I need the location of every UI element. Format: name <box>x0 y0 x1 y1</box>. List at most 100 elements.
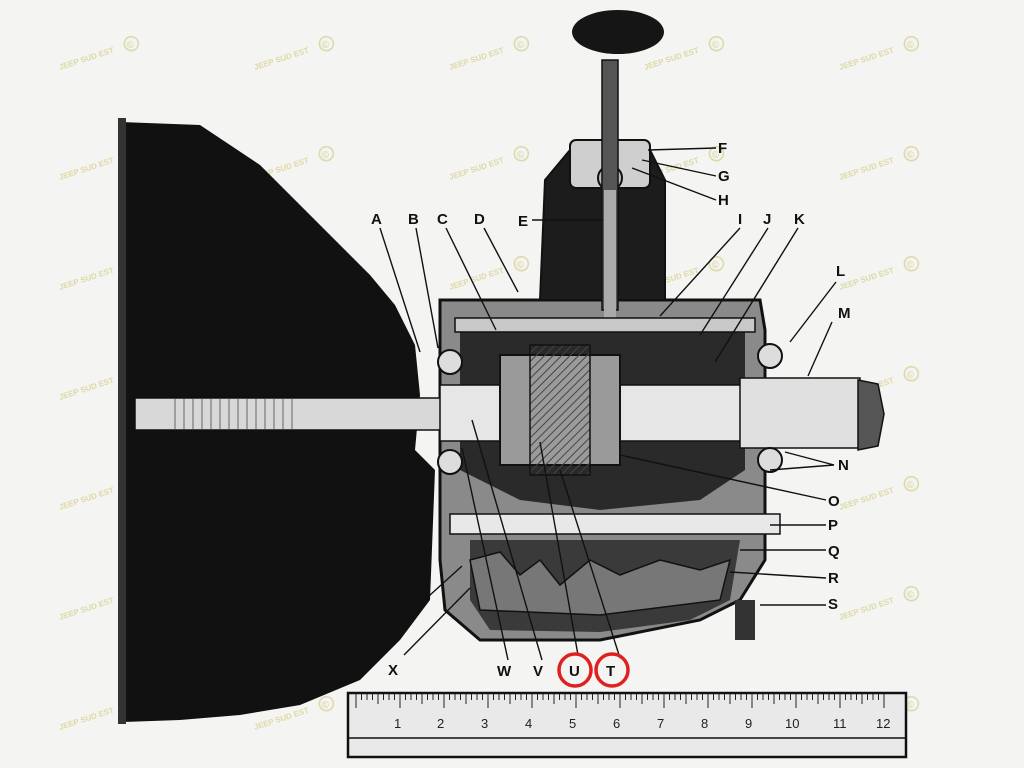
watermark-text: JEEP SUD EST <box>58 706 115 732</box>
callout-g: G <box>718 168 730 185</box>
watermark-text: JEEP SUD EST <box>58 266 115 292</box>
ruler-number-1: 1 <box>394 716 401 731</box>
ruler-number-4: 4 <box>525 716 532 731</box>
watermark-tile: JEEP SUD EST © <box>448 35 530 72</box>
watermark-copyright-symbol: © <box>515 149 526 162</box>
watermark-tile: JEEP SUD EST© <box>448 145 530 182</box>
callout-r: R <box>828 570 839 587</box>
watermark-copyright-symbol: © <box>905 149 916 162</box>
watermark-copyright-symbol: © <box>710 259 721 272</box>
watermark-copyright-symbol: © <box>320 149 331 162</box>
callout-w: W <box>497 663 512 680</box>
watermark-text: JEEP SUD EST <box>58 46 115 72</box>
watermark-copyright-symbol: © <box>905 39 916 52</box>
callout-i: I <box>738 211 742 228</box>
output-shaft <box>739 377 861 449</box>
watermark-text: JEEP SUD EST <box>253 46 310 72</box>
callout-s: S <box>828 596 838 613</box>
ruler-number-10: 10 <box>785 716 799 731</box>
callout-m: M <box>838 305 851 322</box>
callout-b: B <box>408 211 419 228</box>
watermark-copyright-icon <box>903 475 920 492</box>
rear-bearing-upper <box>757 343 783 369</box>
ruler-number-2: 2 <box>437 716 444 731</box>
watermark-tile: JEEP SUD EST© <box>838 585 920 622</box>
watermark-copyright-symbol: © <box>905 699 916 712</box>
measuring-ruler: 1 2 3 4 5 6 7 8 9 10 11 12 <box>346 691 908 759</box>
output-nut <box>857 379 885 451</box>
rear-bearing-lower <box>757 447 783 473</box>
callout-k: K <box>794 211 805 228</box>
input-shaft <box>134 397 456 431</box>
housing-rim <box>118 118 126 724</box>
callout-t: T <box>606 663 615 680</box>
highlight-circle-u <box>557 652 593 688</box>
watermark-tile: JEEP SUD EST© <box>58 35 140 72</box>
drain-plug <box>735 600 755 640</box>
callout-x: X <box>388 662 398 679</box>
watermark-copyright-icon <box>513 255 530 272</box>
watermark-copyright-icon <box>318 145 335 162</box>
watermark-text: JEEP SUD EST <box>838 486 895 512</box>
watermark-tile: JEEP SUD EST © <box>253 35 335 72</box>
callout-j: J <box>763 211 771 228</box>
watermark-copyright-symbol: © <box>515 259 526 272</box>
front-bearing-lower <box>437 449 463 475</box>
watermark-copyright-icon <box>513 35 530 52</box>
ruler-number-3: 3 <box>481 716 488 731</box>
watermark-tile: JEEP SUD EST © <box>448 255 530 292</box>
input-shaft-splines <box>174 399 293 429</box>
callout-a: A <box>371 211 382 228</box>
watermark-text: JEEP SUD EST <box>448 46 505 72</box>
callout-h: H <box>718 192 729 209</box>
callout-v: V <box>533 663 543 680</box>
shift-lever-lower <box>604 190 616 330</box>
watermark-text: JEEP SUD EST <box>448 266 505 292</box>
callout-l: L <box>836 263 845 280</box>
ruler-number-5: 5 <box>569 716 576 731</box>
ruler-number-7: 7 <box>657 716 664 731</box>
watermark-copyright-icon <box>708 35 725 52</box>
callout-f: F <box>718 140 727 157</box>
leader-lines <box>363 147 837 661</box>
watermark-text: JEEP SUD EST <box>838 156 895 182</box>
synchro-sleeve <box>529 344 591 476</box>
highlight-circle-t <box>594 652 630 688</box>
watermark-copyright-icon <box>123 35 140 52</box>
ruler-number-6: 6 <box>613 716 620 731</box>
watermark-copyright-icon <box>903 35 920 52</box>
ruler-number-9: 9 <box>745 716 752 731</box>
callout-y: Y <box>344 662 354 679</box>
callout-n: N <box>838 457 849 474</box>
watermark-copyright-symbol: © <box>515 39 526 52</box>
watermark-copyright-symbol: © <box>905 369 916 382</box>
watermark-copyright-icon <box>903 585 920 602</box>
ruler-ticks <box>355 694 885 708</box>
watermark-text: JEEP SUD EST <box>58 596 115 622</box>
watermark-copyright-icon <box>318 695 335 712</box>
watermark-copyright-symbol: © <box>905 479 916 492</box>
watermark-tile: JEEP SUD EST © <box>838 145 920 182</box>
watermark-tile: JEEP SUD EST© <box>838 255 920 292</box>
shift-rail <box>454 317 756 333</box>
watermark-copyright-symbol: © <box>710 39 721 52</box>
callout-labels: A B C D E F G H I J K L M N O P Q R S Y … <box>344 140 851 680</box>
ruler-number-12: 12 <box>876 716 890 731</box>
watermark-text: JEEP SUD EST <box>838 46 895 72</box>
callout-u: U <box>569 663 580 680</box>
callout-o: O <box>828 493 840 510</box>
shift-knob <box>572 10 664 54</box>
watermark-text: JEEP SUD EST <box>58 486 115 512</box>
watermark-text: JEEP SUD EST <box>58 156 115 182</box>
callout-q: Q <box>828 543 840 560</box>
watermark-copyright-icon <box>903 145 920 162</box>
watermark-copyright-icon <box>903 255 920 272</box>
watermark-text: JEEP SUD EST <box>838 596 895 622</box>
callout-c: C <box>437 211 448 228</box>
watermark-copyright-symbol: © <box>320 39 331 52</box>
watermark-tile: JEEP SUD EST © <box>838 35 920 72</box>
watermark-text: JEEP SUD EST <box>643 46 700 72</box>
watermark-copyright-icon <box>708 145 725 162</box>
